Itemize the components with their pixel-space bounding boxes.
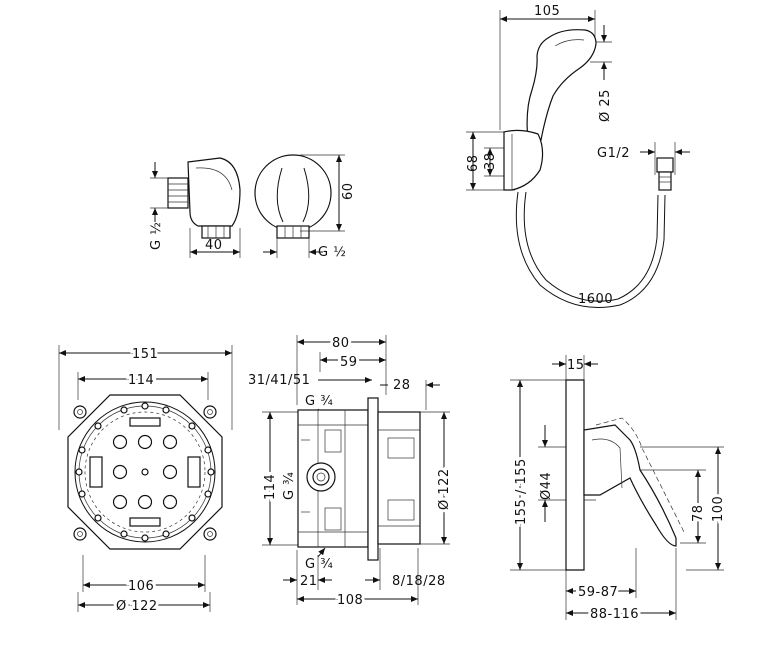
inner-ports: [89, 417, 201, 527]
shower-handle-dia-label: Ø 25: [598, 89, 613, 122]
mixer-dimensions: 15 155 / 155 Ø44 78 100 59-87 88-: [510, 355, 729, 625]
mixer-side-view: 15 155 / 155 Ø44 78 100 59-87 88-: [510, 355, 729, 625]
side-depth-range: 31/41/51: [248, 373, 310, 388]
ibox-inner-width: 114: [128, 373, 154, 388]
side-bottom-range: 8/18/28: [392, 574, 446, 589]
mixer-handle-dia: Ø44: [539, 472, 554, 500]
side-bottom-width: 108: [337, 593, 363, 608]
ibox-side-view: 80 59 31/41/51 28 G ¾ 114 G ¾ Ø 122 G ¾: [248, 333, 455, 611]
outlet-depth-label: 40: [205, 238, 223, 253]
side-height: 114: [263, 474, 278, 500]
ibox-front-dimensions: 151 114 106 Ø 122: [58, 344, 233, 617]
ring-bolts: [75, 402, 215, 542]
shower-width-label: 105: [534, 4, 560, 19]
ibox-front-view: 151 114 106 Ø 122: [58, 344, 233, 617]
mixer-height: 100: [711, 496, 726, 522]
side-top-width: 80: [332, 336, 350, 351]
holder-inner-label: 38: [483, 152, 498, 170]
side-top-thread: G ¾: [305, 394, 333, 409]
wall-outlet-front: [254, 154, 332, 239]
wall-outlet-dimensions: G ½ 40 60 G ½: [149, 154, 356, 260]
ibox-front-body: [67, 394, 223, 550]
side-thread-side: G ¾: [282, 472, 297, 500]
mounting-lugs: [73, 405, 217, 541]
ibox-side-dimensions: 80 59 31/41/51 28 G ¾ 114 G ¾ Ø 122 G ¾: [248, 333, 455, 611]
side-bottom-short: 21: [300, 574, 318, 589]
ibox-front-diameter: Ø 122: [116, 599, 158, 614]
side-offset: 28: [393, 378, 411, 393]
outlet-thread-right: G ½: [318, 245, 346, 260]
ibox-side-body: [297, 397, 421, 561]
hand-shower-view: 105 Ø 25 68 38 G1/2 1600: [466, 4, 690, 308]
outlet-height-label: 60: [341, 182, 356, 200]
side-diameter: Ø 122: [437, 468, 452, 510]
ibox-bottom-width: 106: [128, 579, 154, 594]
connection-label: G1/2: [597, 146, 630, 161]
projection-long: 88-116: [590, 607, 639, 622]
holder-height-label: 68: [466, 154, 481, 172]
hose-length-label: 1600: [578, 292, 613, 307]
plate-thickness: 15: [567, 358, 585, 373]
ibox-outer-width: 151: [132, 347, 158, 362]
plate-height: 155 / 155: [514, 458, 529, 525]
outlet-thread-left: G ½: [149, 222, 164, 250]
wall-outlet-views: G ½ 40 60 G ½: [149, 154, 356, 260]
hand-shower-outline: [503, 29, 674, 308]
side-bottom-thread: G ¾: [305, 557, 333, 572]
mixer-body: [565, 379, 685, 571]
projection-short: 59-87: [578, 585, 618, 600]
wall-outlet-side: [167, 157, 241, 239]
side-top-mid: 59: [340, 355, 358, 370]
lever-length: 78: [691, 504, 706, 522]
